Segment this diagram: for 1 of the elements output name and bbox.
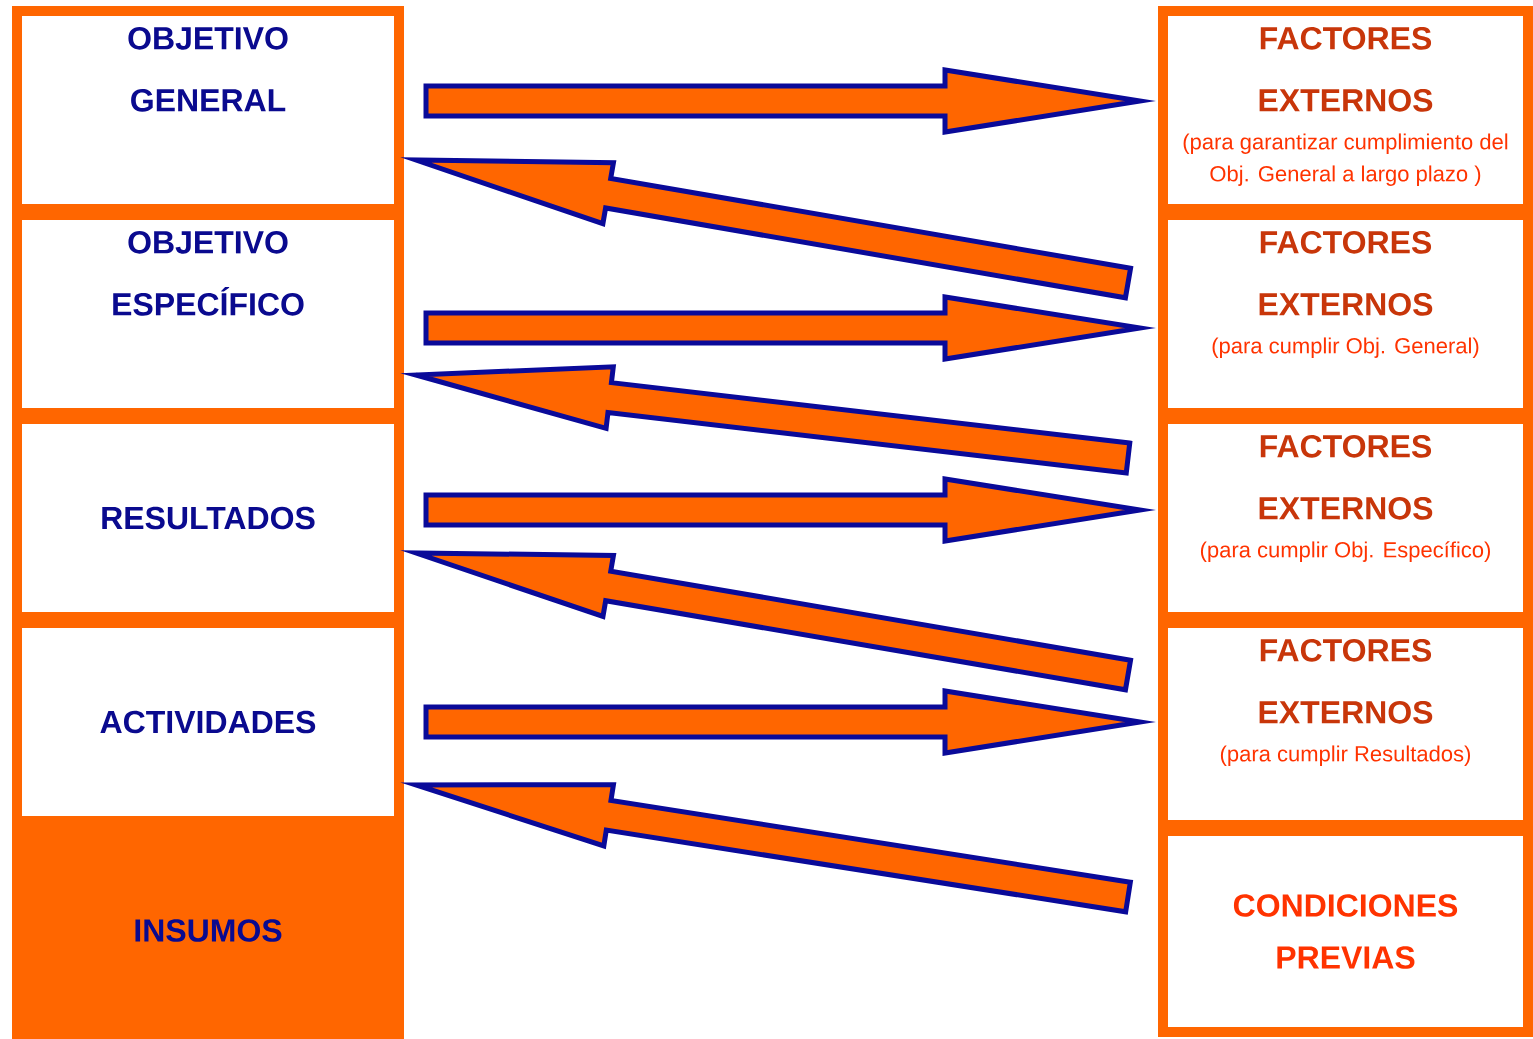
node-label: INSUMOS (135, 919, 282, 942)
